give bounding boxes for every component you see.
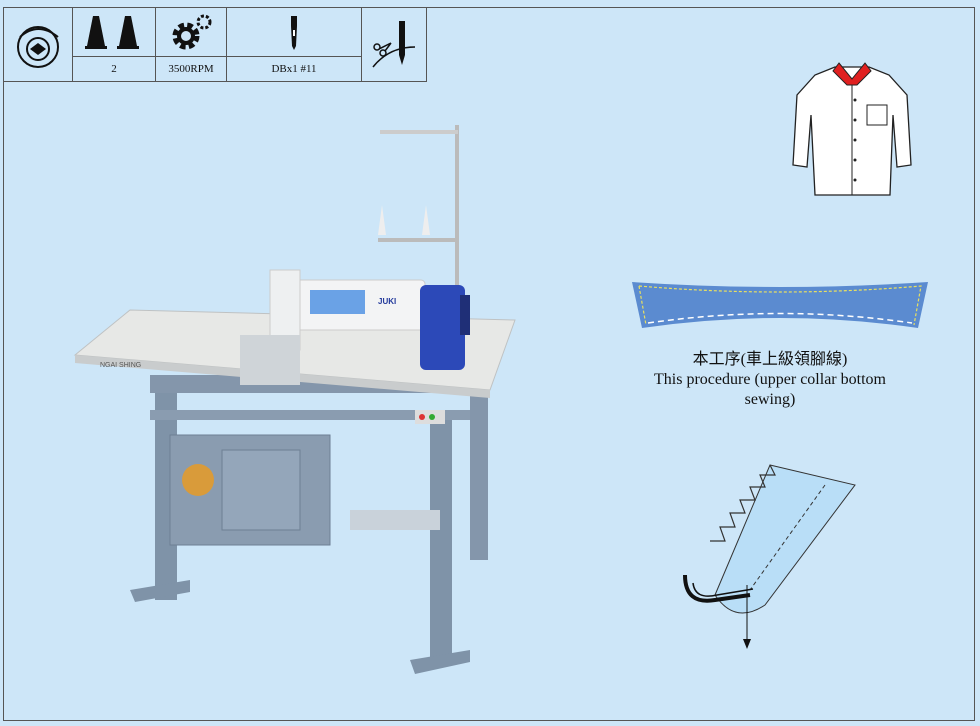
needle-value: DBx1 #11 [226,56,362,82]
thread-cones-icon [85,16,139,49]
sewing-machine-image: NGAI SHING JUKI [73,125,516,674]
needle-icon [291,16,297,50]
speed-value: 3500RPM [155,56,227,82]
procedure-caption: 本工序(車上級領腳線) This procedure (upper collar… [640,350,900,410]
caption-chinese: 本工序(車上級領腳線) [692,351,848,368]
gears-icon [172,14,212,50]
rotary-hook-icon [17,25,59,68]
rotary-hook-cell [3,7,73,82]
collar-piece-image [632,282,928,328]
table-label: NGAI SHING [100,362,141,369]
page-frame [3,7,975,721]
needle-cell [226,7,362,57]
thread-cones-cell [72,7,156,57]
thread-trimmer-icon [372,20,416,67]
caption-english: This procedure (upper collar bottom sewi… [654,371,886,408]
spec-table: 2 3500RPM DBx1 #11 [3,7,427,82]
brand-label: JUKI [378,297,396,306]
thread-trimmer-cell [361,7,427,82]
seam-diagram [683,464,856,649]
gears-cell [155,7,227,57]
shirt-image [792,62,912,196]
thread-count-value: 2 [72,56,156,82]
